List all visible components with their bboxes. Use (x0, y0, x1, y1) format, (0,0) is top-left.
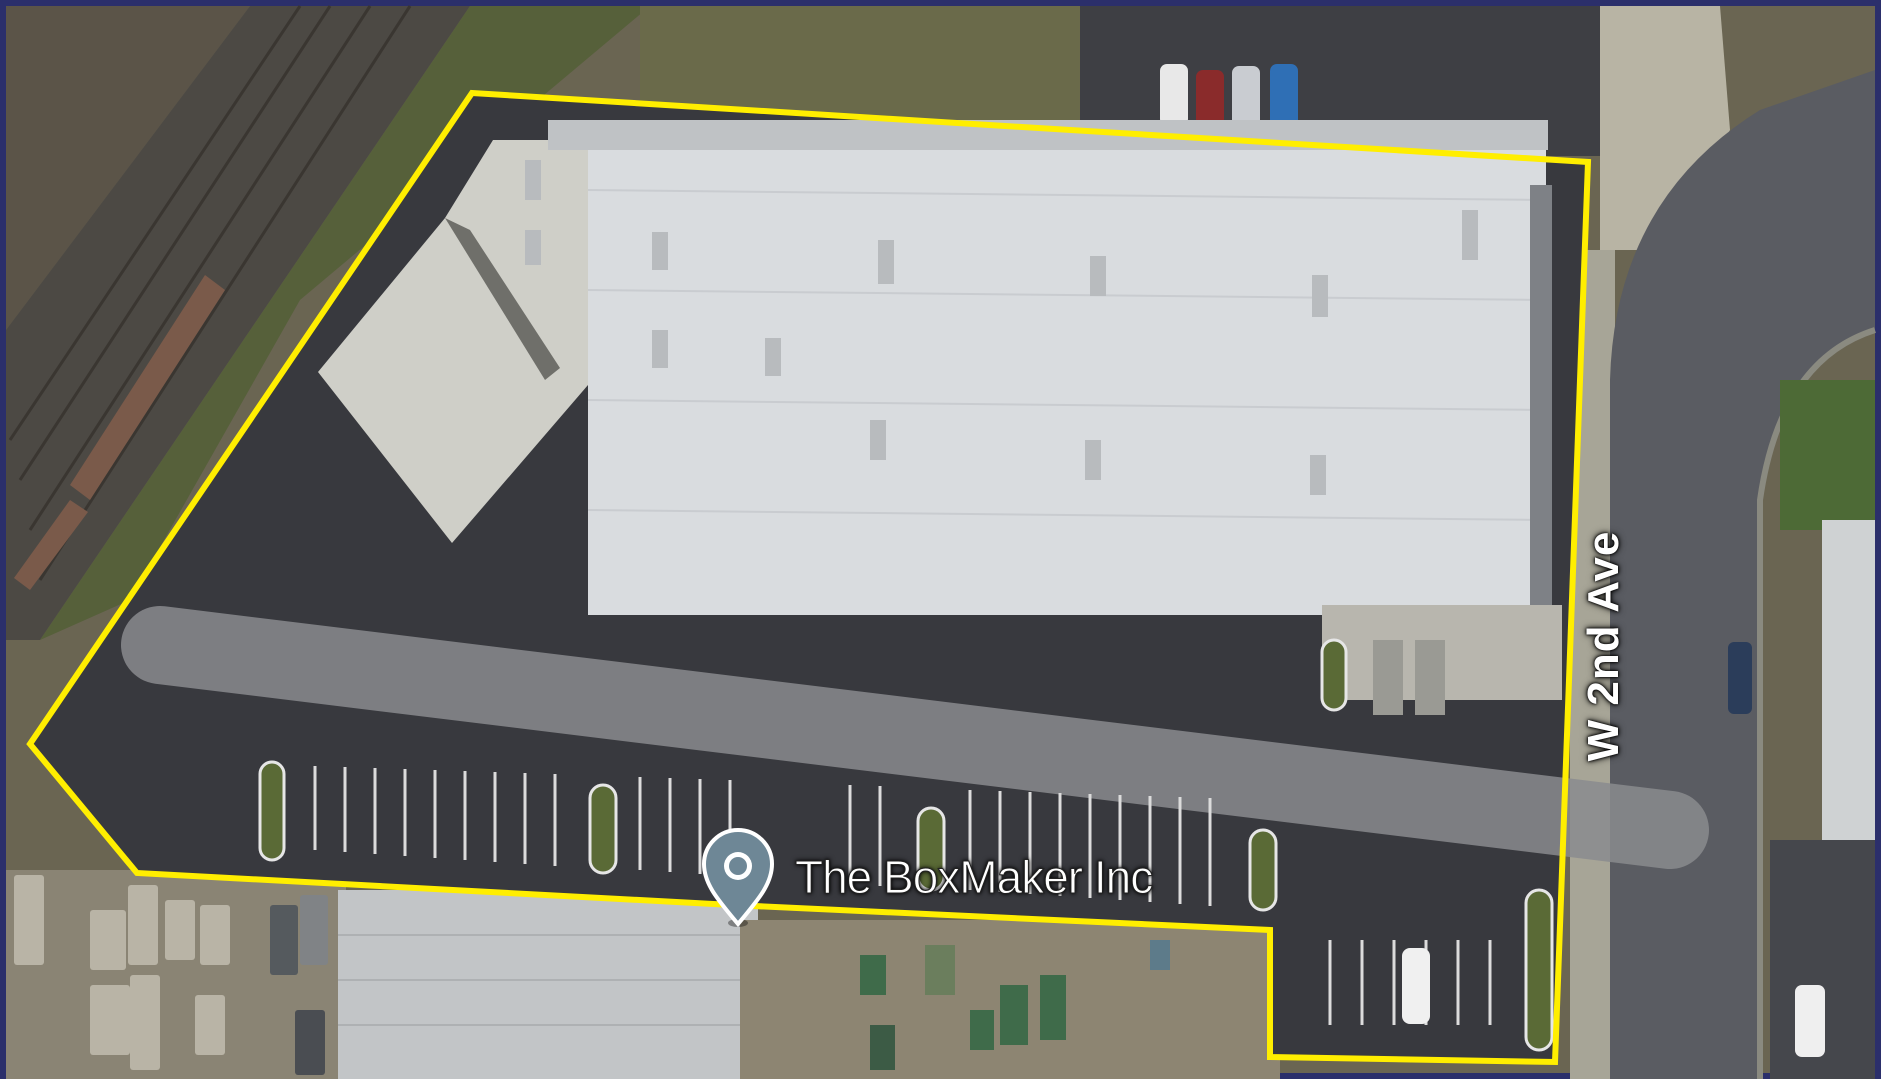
east-lot-car (1795, 985, 1825, 1057)
south-building-seams (338, 934, 740, 1026)
south-trailers (14, 875, 328, 1075)
rail-cars (14, 275, 225, 590)
loading-dock-shadow (445, 218, 560, 380)
warehouse-east-edge (1530, 185, 1552, 655)
south-building (338, 890, 758, 1079)
lot-car (1402, 948, 1430, 1024)
sidewalk-right (1600, 6, 1730, 250)
entrance-hatching (1373, 640, 1445, 715)
grass-strip (40, 6, 650, 640)
rail-tracks (8, 5, 412, 581)
warehouse-roof-seams (587, 189, 1547, 521)
loading-dock-wing (318, 140, 588, 543)
property-boundary[interactable] (26, 89, 1592, 1066)
equipment-items (860, 940, 1170, 1070)
place-label[interactable]: The BoxMaker Inc (794, 851, 1153, 904)
east-grass (1780, 380, 1875, 530)
route-highlight (121, 606, 1709, 869)
warehouse-roof (588, 145, 1546, 615)
location-pin-icon[interactable] (701, 828, 775, 928)
east-building (1822, 520, 1875, 840)
roof-hatches (525, 160, 1478, 495)
warehouse-parapet (548, 120, 1548, 150)
road-car (1728, 642, 1752, 714)
parking-islands (258, 638, 1554, 1052)
street-label: W 2nd Ave (1579, 530, 1628, 762)
rail-yard (6, 6, 470, 640)
north-lot-cars (1160, 64, 1298, 130)
